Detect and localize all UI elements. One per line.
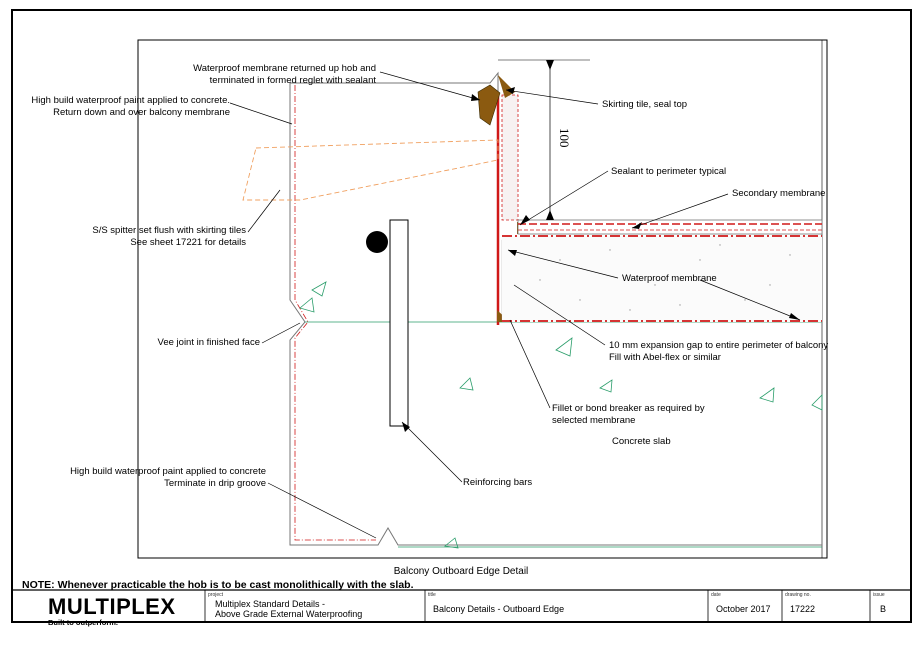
drawing-frame xyxy=(137,39,828,559)
rebar-section xyxy=(366,231,388,253)
label-secondary-membrane: Secondary membrane xyxy=(732,188,826,199)
leader-lines xyxy=(229,71,801,539)
sheet-note: NOTE: Whenever practicable the hob is to… xyxy=(22,579,414,591)
label-spitter: S/S spitter set flush with skirting tile… xyxy=(92,225,246,248)
drawing-caption: Balcony Outboard Edge Detail xyxy=(393,566,529,577)
paint-line xyxy=(294,85,376,541)
label-concrete-slab: Concrete slab xyxy=(612,436,671,447)
label-expansion-gap: 10 mm expansion gap to entire perimeter … xyxy=(609,340,829,363)
date-value: October 2017 xyxy=(716,604,771,614)
project-field-label: project xyxy=(208,592,224,598)
label-waterproof-membrane: Waterproof membrane xyxy=(622,273,717,284)
slab-outline xyxy=(289,83,822,546)
label-skirting: Skirting tile, seal top xyxy=(602,99,688,110)
label-paint-top: High build waterproof paint applied to c… xyxy=(31,95,230,118)
company-logo: MULTIPLEX xyxy=(48,594,176,619)
label-reinforcing-bars: Reinforcing bars xyxy=(463,477,533,488)
label-paint-bottom: High build waterproof paint applied to c… xyxy=(70,466,266,489)
issue-field-label: issue xyxy=(873,592,885,598)
date-field-label: date xyxy=(711,592,721,598)
project-value: Multiplex Standard Details -Above Grade … xyxy=(215,599,363,619)
tile-bed xyxy=(517,219,823,235)
title-field-label: title xyxy=(428,592,436,598)
reinforcing-bar xyxy=(389,219,409,427)
company-tagline: Built to outperform. xyxy=(48,618,118,627)
dimension-label: 100 xyxy=(557,128,572,148)
issue-value: B xyxy=(880,604,887,614)
drawing-no-value: 17222 xyxy=(790,604,816,614)
label-vee-joint: Vee joint in finished face xyxy=(157,337,260,348)
label-sealant: Sealant to perimeter typical xyxy=(611,166,727,177)
sheet-border xyxy=(11,9,912,623)
reglet-sealant xyxy=(477,84,501,126)
spitter xyxy=(242,139,499,201)
aggregate-marks xyxy=(299,281,823,549)
drawing-no-field-label: drawing no. xyxy=(785,592,811,598)
title-value: Balcony Details - Outboard Edge xyxy=(433,604,565,614)
